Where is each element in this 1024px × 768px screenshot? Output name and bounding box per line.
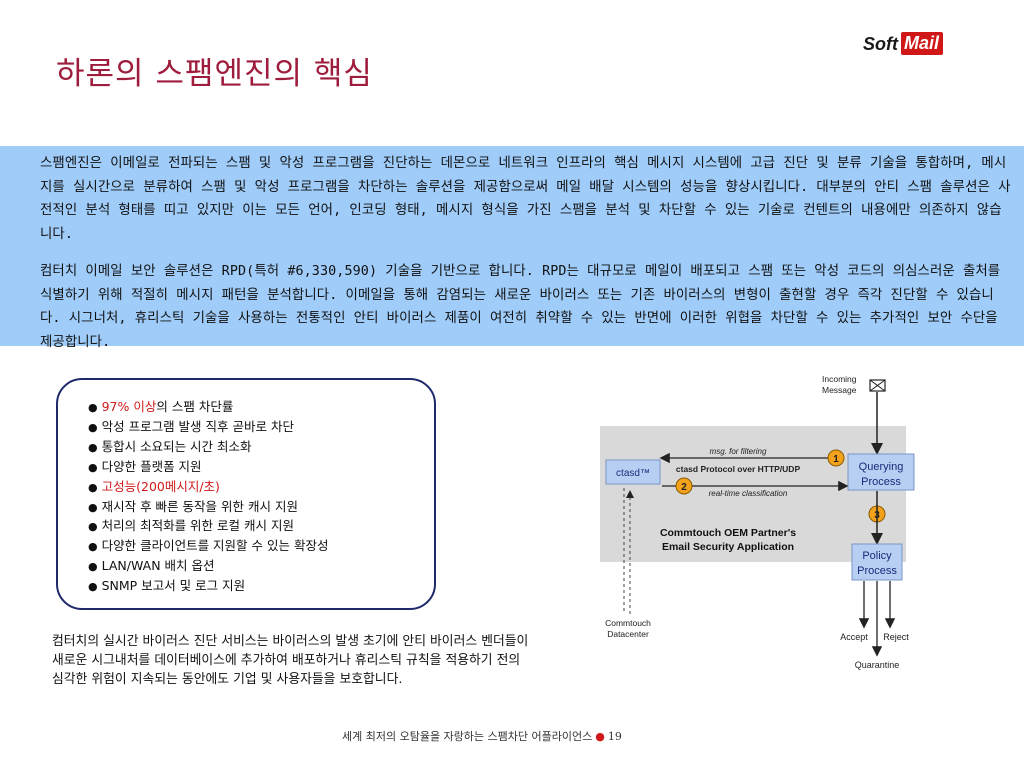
policy-process-box xyxy=(851,543,903,581)
svg-text:1: 1 xyxy=(833,454,839,465)
footer-bullet-icon: ● xyxy=(595,730,605,743)
ctasd-label: ctasd™ xyxy=(616,468,650,479)
bullet-icon: ● xyxy=(88,480,98,494)
ctasd-box xyxy=(605,459,661,485)
diagram-background xyxy=(600,426,906,562)
step-2-badge: 2 xyxy=(675,477,693,495)
feature-item: ●재시작 후 빠른 동작을 위한 캐시 지원 xyxy=(88,498,434,518)
incoming-label: Incoming xyxy=(822,374,857,384)
realtime-virus-description: 컴터치의 실시간 바이러스 진단 서비스는 바이러스의 발생 초기에 안티 바이… xyxy=(52,634,529,687)
bullet-icon: ● xyxy=(88,520,98,534)
bullet-icon: ● xyxy=(88,440,98,454)
feature-list: ●97% 이상의 스팸 차단률●악성 프로그램 발생 직후 곧바로 차단●통합시… xyxy=(88,398,434,597)
footer: 세계 최저의 오탐율을 자랑하는 스팸차단 어플라이언스●19 xyxy=(342,728,622,744)
feature-highlight: 고성능(200메시지/초) xyxy=(101,478,220,494)
bullet-icon: ● xyxy=(88,460,98,474)
policy-label-2: Process xyxy=(857,565,897,577)
datacenter-label-2: Datacenter xyxy=(607,629,649,639)
bullet-icon: ● xyxy=(88,580,98,594)
architecture-diagram: Incoming Message Querying Process ctasd™… xyxy=(600,374,915,670)
feature-item: ●다양한 플랫폼 지원 xyxy=(88,458,434,478)
feature-item: ●97% 이상의 스팸 차단률 xyxy=(88,398,434,418)
querying-process-box xyxy=(847,453,915,491)
page-number: 19 xyxy=(607,730,622,743)
incoming-label-2: Message xyxy=(822,385,857,395)
protocol-label: ctasd Protocol over HTTP/UDP xyxy=(676,464,801,474)
bullet-icon: ● xyxy=(88,500,98,514)
realtime-label: real-time classification xyxy=(709,489,788,498)
bullet-icon: ● xyxy=(88,540,98,554)
feature-text: LAN/WAN 배치 옵션 xyxy=(101,558,215,574)
softmail-logo: Soft Mail xyxy=(863,32,957,60)
svg-text:2: 2 xyxy=(681,482,687,493)
feature-item: ●통합시 소요되는 시간 최소화 xyxy=(88,438,434,458)
feature-item: ●LAN/WAN 배치 옵션 xyxy=(88,557,434,577)
oem-label: Commtouch OEM Partner's xyxy=(660,527,796,539)
feature-highlight: 97% 이상 xyxy=(101,399,157,414)
bullet-icon: ● xyxy=(88,420,98,434)
quarantine-label: Quarantine xyxy=(855,660,900,670)
feature-item: ●SNMP 보고서 및 로그 지원 xyxy=(88,577,434,597)
accept-label: Accept xyxy=(840,632,868,642)
feature-text: SNMP 보고서 및 로그 지원 xyxy=(101,578,246,594)
datacenter-label: Commtouch xyxy=(605,618,651,628)
logo-mail-text: Mail xyxy=(901,32,944,55)
feature-item: ●고성능(200메시지/초) xyxy=(88,478,434,498)
footer-text: 세계 최저의 오탐율을 자랑하는 스팸차단 어플라이언스 xyxy=(342,730,593,743)
policy-label: Policy xyxy=(862,550,892,562)
feature-text: 통합시 소요되는 시간 최소화 xyxy=(101,438,252,454)
querying-label-2: Process xyxy=(861,476,901,488)
querying-label: Querying xyxy=(859,461,904,473)
reject-label: Reject xyxy=(883,632,909,642)
feature-text: 처리의 최적화를 위한 로컬 캐시 지원 xyxy=(101,518,294,534)
feature-text: 악성 프로그램 발생 직후 곧바로 차단 xyxy=(101,418,294,434)
feature-item: ●다양한 클라이언트를 지원할 수 있는 확장성 xyxy=(88,537,434,557)
feature-item: ●악성 프로그램 발생 직후 곧바로 차단 xyxy=(88,418,434,438)
intro-band: 스팸엔진은 이메일로 전파되는 스팸 및 악성 프로그램을 진단하는 데몬으로 … xyxy=(0,146,1024,350)
bullet-icon: ● xyxy=(88,401,98,414)
oem-label-2: Email Security Application xyxy=(662,541,794,553)
page-title: 하론의 스팸엔진의 핵심 xyxy=(56,56,373,92)
msg-filtering-label: msg. for filtering xyxy=(710,447,767,456)
step-1-badge: 1 xyxy=(827,449,845,467)
bullet-icon: ● xyxy=(88,560,98,574)
feature-item: ●처리의 최적화를 위한 로컬 캐시 지원 xyxy=(88,517,434,537)
feature-list-box: ●97% 이상의 스팸 차단률●악성 프로그램 발생 직후 곧바로 차단●통합시… xyxy=(56,378,436,610)
feature-text: 의 스팸 차단률 xyxy=(156,399,234,414)
feature-text: 재시작 후 빠른 동작을 위한 캐시 지원 xyxy=(101,498,298,514)
feature-text: 다양한 클라이언트를 지원할 수 있는 확장성 xyxy=(101,538,329,554)
intro-paragraph-1: 스팸엔진은 이메일로 전파되는 스팸 및 악성 프로그램을 진단하는 데몬으로 … xyxy=(40,156,1011,242)
envelope-icon xyxy=(869,379,886,392)
logo-soft-text: Soft xyxy=(863,34,898,54)
feature-text: 다양한 플랫폼 지원 xyxy=(101,458,202,474)
intro-paragraph-2: 컴터치 이메일 보안 솔루션은 RPD(특허 #6,330,590) 기술을 기… xyxy=(40,264,1001,350)
